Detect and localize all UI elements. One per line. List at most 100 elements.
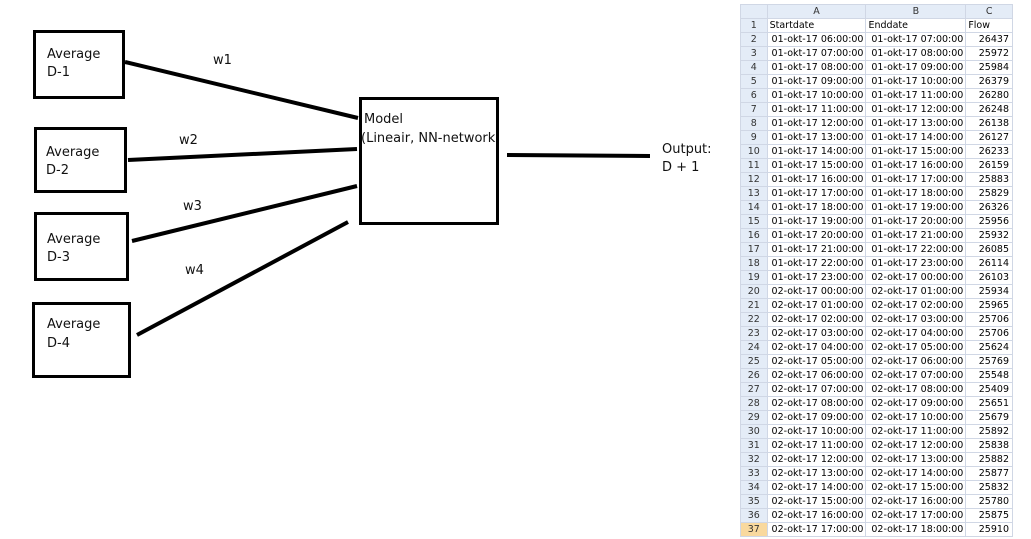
column-header-b[interactable]: B <box>865 4 967 19</box>
row-number[interactable]: 15 <box>740 214 768 229</box>
row-number[interactable]: 20 <box>740 284 768 299</box>
cell-startdate[interactable]: 01-okt-17 23:00:00 <box>766 270 867 285</box>
cell-flow[interactable]: 25984 <box>965 60 1013 75</box>
cell-startdate[interactable]: 02-okt-17 12:00:00 <box>766 452 867 467</box>
cell-header-startdate[interactable]: Startdate <box>766 18 867 33</box>
row-number[interactable]: 10 <box>740 144 768 159</box>
cell-enddate[interactable]: 02-okt-17 02:00:00 <box>865 298 967 313</box>
cell-flow[interactable]: 25883 <box>965 172 1013 187</box>
cell-startdate[interactable]: 02-okt-17 04:00:00 <box>766 340 867 355</box>
cell-flow[interactable]: 25548 <box>965 368 1013 383</box>
cell-enddate[interactable]: 02-okt-17 01:00:00 <box>865 284 967 299</box>
cell-startdate[interactable]: 02-okt-17 01:00:00 <box>766 298 867 313</box>
cell-startdate[interactable]: 02-okt-17 16:00:00 <box>766 508 867 523</box>
row-number[interactable]: 37 <box>740 522 768 537</box>
cell-flow[interactable]: 25679 <box>965 410 1013 425</box>
cell-enddate[interactable]: 01-okt-17 18:00:00 <box>865 186 967 201</box>
cell-flow[interactable]: 25877 <box>965 466 1013 481</box>
row-number[interactable]: 36 <box>740 508 768 523</box>
cell-startdate[interactable]: 02-okt-17 03:00:00 <box>766 326 867 341</box>
row-number[interactable]: 18 <box>740 256 768 271</box>
row-number[interactable]: 8 <box>740 116 768 131</box>
cell-flow[interactable]: 25409 <box>965 382 1013 397</box>
cell-header-enddate[interactable]: Enddate <box>865 18 967 33</box>
cell-flow[interactable]: 26138 <box>965 116 1013 131</box>
cell-enddate[interactable]: 02-okt-17 06:00:00 <box>865 354 967 369</box>
cell-startdate[interactable]: 02-okt-17 09:00:00 <box>766 410 867 425</box>
cell-startdate[interactable]: 01-okt-17 09:00:00 <box>766 74 867 89</box>
cell-flow[interactable]: 25832 <box>965 480 1013 495</box>
row-number[interactable]: 25 <box>740 354 768 369</box>
cell-flow[interactable]: 25934 <box>965 284 1013 299</box>
cell-header-flow[interactable]: Flow <box>965 18 1013 33</box>
cell-enddate[interactable]: 01-okt-17 22:00:00 <box>865 242 967 257</box>
row-number[interactable]: 32 <box>740 452 768 467</box>
cell-enddate[interactable]: 02-okt-17 09:00:00 <box>865 396 967 411</box>
cell-flow[interactable]: 26159 <box>965 158 1013 173</box>
cell-flow[interactable]: 25956 <box>965 214 1013 229</box>
row-number[interactable]: 29 <box>740 410 768 425</box>
row-number[interactable]: 22 <box>740 312 768 327</box>
row-number[interactable]: 31 <box>740 438 768 453</box>
cell-enddate[interactable]: 01-okt-17 07:00:00 <box>865 32 967 47</box>
cell-flow[interactable]: 26127 <box>965 130 1013 145</box>
cell-startdate[interactable]: 02-okt-17 17:00:00 <box>766 522 867 537</box>
cell-startdate[interactable]: 01-okt-17 07:00:00 <box>766 46 867 61</box>
row-number[interactable]: 9 <box>740 130 768 145</box>
cell-flow[interactable]: 25624 <box>965 340 1013 355</box>
row-number[interactable]: 24 <box>740 340 768 355</box>
cell-flow[interactable]: 25780 <box>965 494 1013 509</box>
cell-startdate[interactable]: 02-okt-17 10:00:00 <box>766 424 867 439</box>
cell-startdate[interactable]: 02-okt-17 07:00:00 <box>766 382 867 397</box>
row-number[interactable]: 26 <box>740 368 768 383</box>
cell-enddate[interactable]: 02-okt-17 14:00:00 <box>865 466 967 481</box>
cell-flow[interactable]: 25838 <box>965 438 1013 453</box>
cell-enddate[interactable]: 02-okt-17 10:00:00 <box>865 410 967 425</box>
cell-enddate[interactable]: 02-okt-17 13:00:00 <box>865 452 967 467</box>
cell-startdate[interactable]: 01-okt-17 12:00:00 <box>766 116 867 131</box>
cell-flow[interactable]: 26114 <box>965 256 1013 271</box>
cell-enddate[interactable]: 01-okt-17 16:00:00 <box>865 158 967 173</box>
cell-enddate[interactable]: 01-okt-17 15:00:00 <box>865 144 967 159</box>
cell-startdate[interactable]: 01-okt-17 15:00:00 <box>766 158 867 173</box>
cell-enddate[interactable]: 02-okt-17 03:00:00 <box>865 312 967 327</box>
cell-flow[interactable]: 25651 <box>965 396 1013 411</box>
row-number[interactable]: 14 <box>740 200 768 215</box>
cell-startdate[interactable]: 01-okt-17 10:00:00 <box>766 88 867 103</box>
cell-enddate[interactable]: 01-okt-17 21:00:00 <box>865 228 967 243</box>
row-number[interactable]: 23 <box>740 326 768 341</box>
cell-startdate[interactable]: 02-okt-17 00:00:00 <box>766 284 867 299</box>
cell-enddate[interactable]: 02-okt-17 15:00:00 <box>865 480 967 495</box>
cell-enddate[interactable]: 02-okt-17 00:00:00 <box>865 270 967 285</box>
row-number[interactable]: 35 <box>740 494 768 509</box>
cell-enddate[interactable]: 01-okt-17 12:00:00 <box>865 102 967 117</box>
cell-startdate[interactable]: 01-okt-17 06:00:00 <box>766 32 867 47</box>
row-number[interactable]: 3 <box>740 46 768 61</box>
cell-startdate[interactable]: 02-okt-17 15:00:00 <box>766 494 867 509</box>
cell-enddate[interactable]: 02-okt-17 05:00:00 <box>865 340 967 355</box>
cell-flow[interactable]: 25829 <box>965 186 1013 201</box>
row-number[interactable]: 16 <box>740 228 768 243</box>
row-number[interactable]: 7 <box>740 102 768 117</box>
column-header-a[interactable]: A <box>766 4 867 19</box>
cell-flow[interactable]: 25965 <box>965 298 1013 313</box>
row-number[interactable]: 17 <box>740 242 768 257</box>
row-number[interactable]: 28 <box>740 396 768 411</box>
cell-startdate[interactable]: 02-okt-17 02:00:00 <box>766 312 867 327</box>
cell-flow[interactable]: 26085 <box>965 242 1013 257</box>
row-number[interactable]: 12 <box>740 172 768 187</box>
cell-enddate[interactable]: 01-okt-17 09:00:00 <box>865 60 967 75</box>
cell-enddate[interactable]: 01-okt-17 14:00:00 <box>865 130 967 145</box>
row-number[interactable]: 30 <box>740 424 768 439</box>
cell-enddate[interactable]: 01-okt-17 23:00:00 <box>865 256 967 271</box>
cell-startdate[interactable]: 02-okt-17 11:00:00 <box>766 438 867 453</box>
cell-flow[interactable]: 25882 <box>965 452 1013 467</box>
cell-startdate[interactable]: 01-okt-17 11:00:00 <box>766 102 867 117</box>
cell-enddate[interactable]: 01-okt-17 13:00:00 <box>865 116 967 131</box>
cell-startdate[interactable]: 02-okt-17 05:00:00 <box>766 354 867 369</box>
row-number[interactable]: 6 <box>740 88 768 103</box>
cell-startdate[interactable]: 02-okt-17 14:00:00 <box>766 480 867 495</box>
cell-startdate[interactable]: 01-okt-17 16:00:00 <box>766 172 867 187</box>
cell-startdate[interactable]: 01-okt-17 21:00:00 <box>766 242 867 257</box>
row-number[interactable]: 4 <box>740 60 768 75</box>
